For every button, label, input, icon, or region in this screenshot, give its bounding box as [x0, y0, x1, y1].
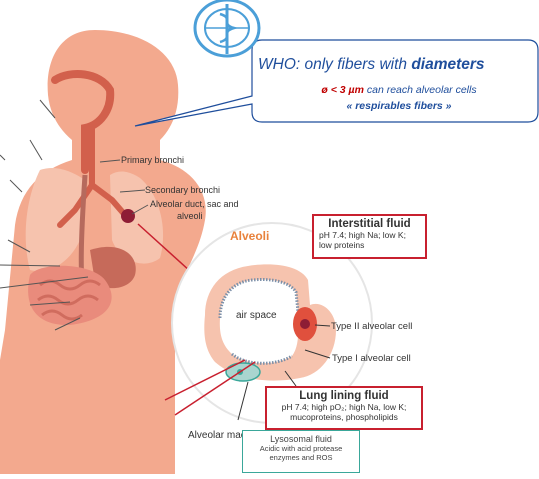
who-callout-size-rest: can reach alveolar cells — [364, 84, 477, 96]
alveolar-duct-label-1: Alveolar duct, sac and — [150, 199, 239, 209]
interstitial-fluid-line2: low proteins — [314, 240, 425, 250]
lysosomal-fluid-line2: enzymes and ROS — [243, 453, 359, 462]
type2-label: Type II alveolar cell — [331, 321, 412, 332]
lysosomal-fluid-line1: Acidic with acid protease — [243, 444, 359, 453]
who-callout-size-line: ø < 3 µm can reach alveolar cells — [270, 84, 528, 96]
who-callout-respirable: « respirables fibers » — [270, 100, 528, 112]
type1-label: Type I alveolar cell — [332, 353, 411, 364]
who-callout-size: ø < 3 µm — [321, 84, 364, 96]
who-callout-title: WHO: only fibers with diameters — [258, 56, 528, 74]
air-space-label: air space — [236, 310, 277, 321]
who-callout-bubble — [135, 40, 538, 126]
alveolar-duct-label-2: alveoli — [177, 211, 203, 221]
lung-lining-fluid-box: Lung lining fluid pH 7.4; high pO₂; high… — [265, 386, 423, 430]
alveoli-title: Alveoli — [230, 229, 269, 243]
primary-bronchi-label: Primary bronchi — [121, 155, 184, 165]
lung-lining-fluid-line1: pH 7.4; high pO₂; high Na, low K; — [267, 402, 421, 412]
interstitial-fluid-box: Interstitial fluid pH 7.4; high Na; low … — [312, 214, 427, 259]
who-callout-emph: diameters — [411, 56, 484, 73]
who-logo — [195, 0, 259, 56]
secondary-bronchi-label: Secondary bronchi — [145, 185, 220, 195]
lung-lining-fluid-line2: mucoproteins, phospholipids — [267, 412, 421, 422]
alveolar-cluster — [121, 209, 135, 223]
who-callout-prefix: WHO: only fibers with — [258, 56, 411, 73]
air-space-region — [220, 280, 298, 364]
lysosomal-fluid-title: Lysosomal fluid — [243, 434, 359, 444]
lysosomal-fluid-box: Lysosomal fluid Acidic with acid proteas… — [242, 430, 360, 473]
interstitial-fluid-line1: pH 7.4; high Na; low K; — [314, 230, 425, 240]
lung-lining-fluid-title: Lung lining fluid — [267, 390, 421, 402]
interstitial-fluid-title: Interstitial fluid — [314, 218, 425, 230]
